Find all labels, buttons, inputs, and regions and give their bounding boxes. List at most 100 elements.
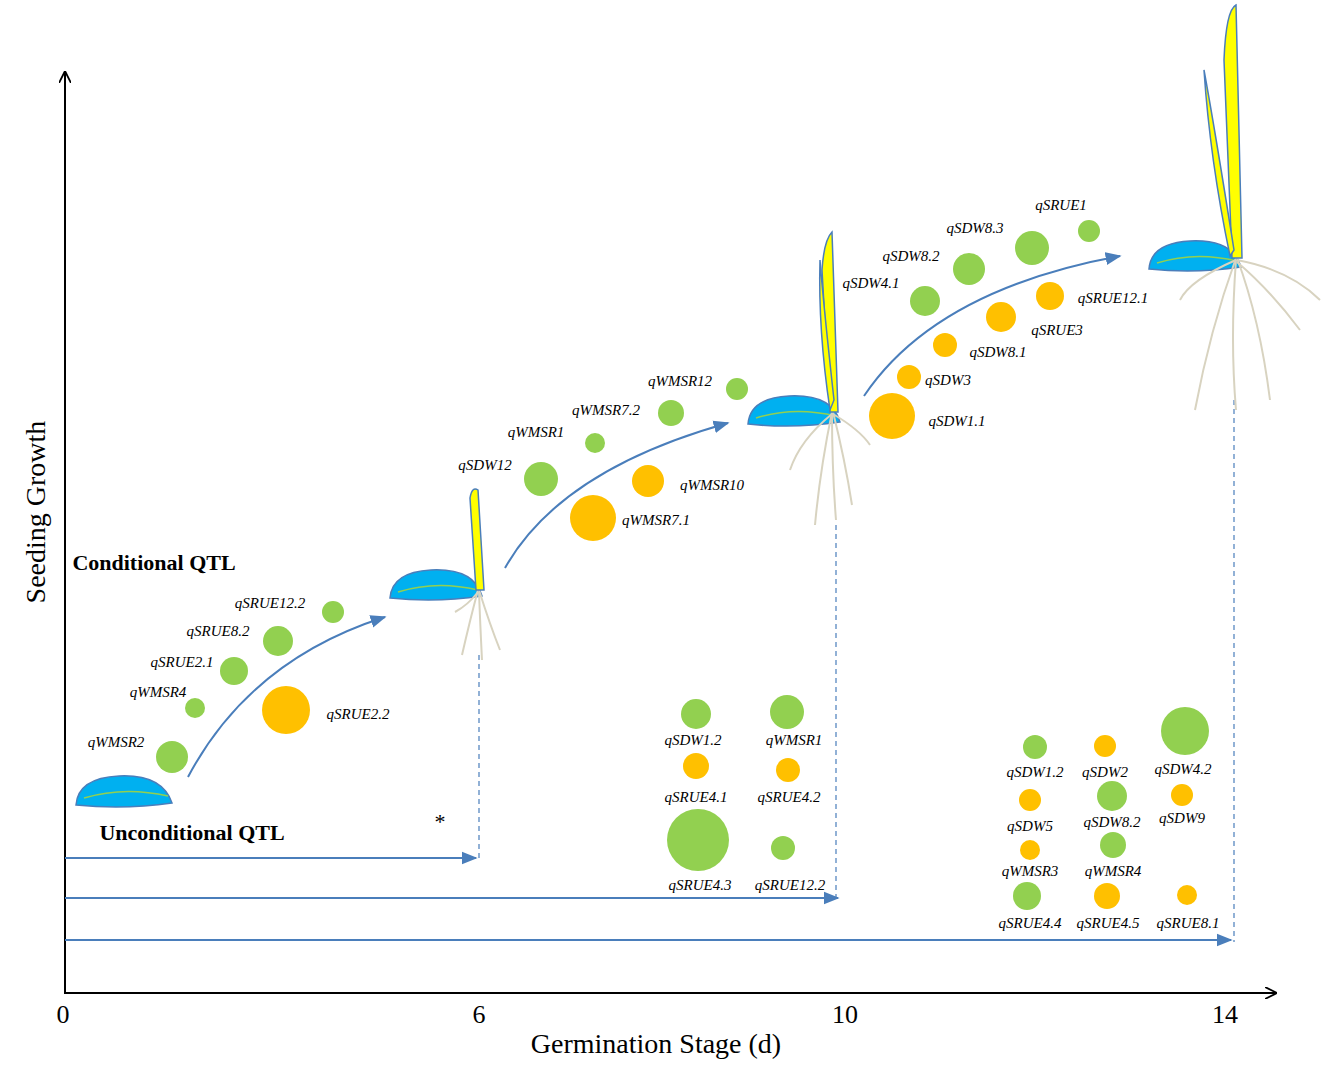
- qtl-label: qWMSR3: [1002, 864, 1059, 879]
- qtl-label: qSRUE2.2: [327, 707, 390, 722]
- qtl-circle: qWMSR7.1: [570, 495, 616, 541]
- qtl-circle: qWMSR4: [1100, 832, 1126, 858]
- stage-arrow: [65, 897, 838, 899]
- qtl-circle: qWMSR1: [585, 433, 605, 453]
- qtl-circle: qSRUE12.1: [1036, 282, 1064, 310]
- qtl-label: qSRUE12.2: [235, 596, 305, 611]
- growth-arrow: [188, 617, 385, 777]
- qtl-circle: qWMSR3: [1020, 840, 1040, 860]
- qtl-circle: qSRUE4.2: [776, 758, 800, 782]
- y-axis: [64, 72, 66, 993]
- qtl-label: qSDW8.2: [882, 249, 939, 264]
- qtl-circle: qSRUE12.2: [771, 836, 795, 860]
- seedling: [790, 412, 870, 525]
- qtl-label: qSDW1.2: [1006, 765, 1063, 780]
- qtl-label: qWMSR10: [680, 478, 744, 493]
- qtl-label: qSDW12: [458, 458, 511, 473]
- qtl-label: qSDW8.2: [1083, 815, 1140, 830]
- qtl-label: qSRUE4.1: [665, 790, 728, 805]
- qtl-label: qSRUE4.2: [758, 790, 821, 805]
- seedling-leaf: [820, 260, 834, 410]
- seed: [390, 570, 482, 600]
- qtl-circle: qWMSR10: [632, 465, 664, 497]
- qtl-circle: qSRUE8.2: [263, 626, 293, 656]
- qtl-label: qSDW1.2: [664, 733, 721, 748]
- stage-arrow: [65, 939, 1231, 941]
- qtl-circle: qSRUE1: [1078, 220, 1100, 242]
- growth-arrow: [505, 423, 728, 568]
- qtl-label: qSRUE8.2: [187, 624, 250, 639]
- qtl-circle: qSRUE4.5: [1094, 883, 1120, 909]
- group-heading: Unconditional QTL: [99, 822, 284, 844]
- qtl-circle: qWMSR12: [726, 378, 748, 400]
- qtl-label: qWMSR2: [88, 735, 145, 750]
- qtl-label: qSRUE8.1: [1157, 916, 1220, 931]
- qtl-label: qSRUE4.5: [1077, 916, 1140, 931]
- qtl-label: qWMSR1: [766, 733, 823, 748]
- qtl-circle: qSDW9: [1171, 784, 1193, 806]
- qtl-label: qSDW1.1: [928, 414, 985, 429]
- qtl-circle: qSDW3: [897, 365, 921, 389]
- qtl-label: qWMSR1: [508, 425, 565, 440]
- qtl-circle: qSDW5: [1019, 789, 1041, 811]
- axis-title: Seeding Growth: [22, 421, 50, 604]
- qtl-label: qSRUE12.1: [1078, 291, 1148, 306]
- seedling: [1180, 258, 1320, 410]
- qtl-circle: qSDW8.3: [1015, 231, 1049, 265]
- stage-arrow: [65, 857, 476, 859]
- qtl-circle: qSRUE4.4: [1013, 882, 1041, 910]
- qtl-label: qWMSR12: [648, 374, 712, 389]
- qtl-circle: qSDW1.2: [1023, 735, 1047, 759]
- qtl-circle: qSRUE12.2: [322, 601, 344, 623]
- qtl-label: qSDW8.3: [946, 221, 1003, 236]
- qtl-circle: qSRUE3: [986, 302, 1016, 332]
- qtl-label: qWMSR4: [1085, 864, 1142, 879]
- seedling: [455, 590, 500, 660]
- qtl-circle: qSDW8.1: [933, 333, 957, 357]
- guide-line: [835, 525, 836, 900]
- qtl-circle: qWMSR1: [770, 695, 804, 729]
- qtl-circle: qSDW12: [524, 462, 558, 496]
- qtl-label: qSDW9: [1159, 811, 1205, 826]
- qtl-circle: qSRUE2.1: [220, 657, 248, 685]
- seed: [76, 776, 172, 807]
- qtl-circle: qSDW8.2: [953, 253, 985, 285]
- qtl-circle: qSDW1.2: [681, 699, 711, 729]
- seedling-leaf: [470, 489, 484, 590]
- qtl-label: qSRUE12.2: [755, 878, 825, 893]
- qtl-circle: qSRUE2.2: [262, 686, 310, 734]
- qtl-label: qSDW3: [925, 373, 971, 388]
- axis-title: Germination Stage (d): [531, 1030, 781, 1058]
- seed: [748, 396, 840, 426]
- qtl-circle: qSDW8.2: [1097, 781, 1127, 811]
- qtl-circle: qSDW4.2: [1161, 707, 1209, 755]
- tick-label: 0: [57, 1002, 70, 1028]
- qtl-label: qWMSR4: [130, 685, 187, 700]
- qtl-label: qSDW4.1: [842, 276, 899, 291]
- qtl-circle: qWMSR4: [185, 698, 205, 718]
- qtl-label: qSDW5: [1007, 819, 1053, 834]
- seedling-leaf: [1204, 70, 1234, 256]
- growth-arrow: [864, 256, 1120, 396]
- note-mark: *: [435, 811, 446, 833]
- qtl-circle: qSDW4.1: [910, 286, 940, 316]
- qtl-circle: qWMSR2: [156, 741, 188, 773]
- qtl-circle: qSRUE4.1: [683, 753, 709, 779]
- guide-line: [478, 655, 479, 862]
- qtl-circle: qSDW1.1: [869, 393, 915, 439]
- guide-line: [1233, 400, 1234, 942]
- tick-label: 14: [1212, 1002, 1238, 1028]
- tick-label: 6: [473, 1002, 486, 1028]
- group-heading: Conditional QTL: [72, 552, 235, 574]
- qtl-label: qSDW4.2: [1154, 762, 1211, 777]
- qtl-label: qSRUE4.4: [999, 916, 1062, 931]
- qtl-label: qSDW8.1: [969, 345, 1026, 360]
- qtl-label: qSRUE3: [1031, 323, 1083, 338]
- qtl-label: qSRUE4.3: [669, 878, 732, 893]
- qtl-circle: qSRUE8.1: [1177, 885, 1197, 905]
- x-axis: [64, 992, 1276, 994]
- tick-label: 10: [832, 1002, 858, 1028]
- qtl-label: qWMSR7.2: [572, 403, 640, 418]
- qtl-label: qWMSR7.1: [622, 513, 690, 528]
